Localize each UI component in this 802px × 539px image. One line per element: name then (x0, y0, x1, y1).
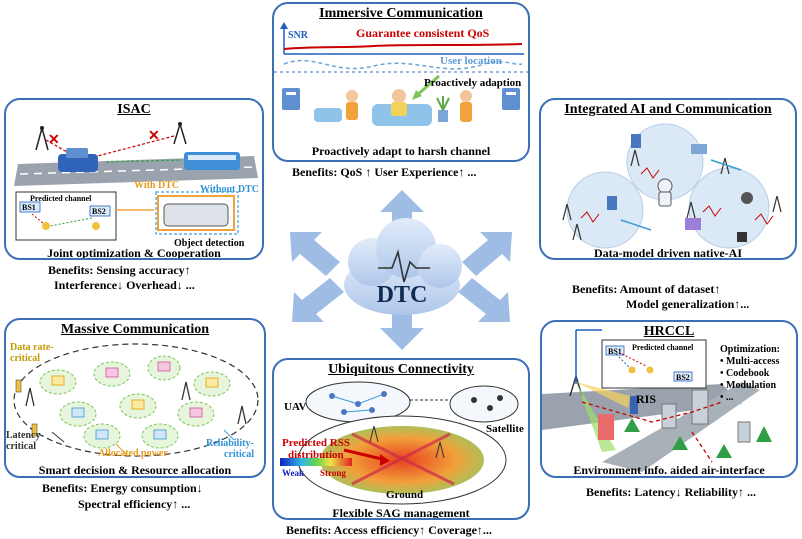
hrccl-title: HRCCL (643, 324, 695, 339)
massive-caption: Smart decision & Resource allocation (38, 463, 232, 477)
isac-caption: Joint optimization & Cooperation (47, 246, 221, 260)
isac-graphic: ✕ ✕ (14, 122, 258, 241)
hrccl-benefits: Benefits: Latency↓ Reliability↑ ... (586, 485, 756, 499)
hrccl-opt-item: • ... (720, 392, 734, 403)
ubiquitous-rss-2: distribution (288, 449, 344, 461)
hrccl-caption: Environment info. aided air-interface (573, 463, 765, 477)
massive-benefits-1: Benefits: Energy consumption↓ (42, 481, 203, 495)
isac-benefits-1: Benefits: Sensing accuracy↑ (48, 263, 191, 277)
ubiquitous-rss-1: Predicted RSS (282, 437, 350, 449)
ubiquitous-title: Ubiquitous Connectivity (328, 362, 474, 377)
isac-without-dtc: Without DTC (200, 184, 259, 195)
ubiquitous-benefits: Benefits: Access efficiency↑ Coverage↑..… (286, 523, 492, 537)
massive-latency: Latency- (6, 430, 44, 441)
arrow-down-left (292, 278, 344, 322)
arrow-up-right (462, 232, 512, 276)
ai-caption: Data-model driven native-AI (594, 246, 742, 260)
massive-latency-critical: critical (6, 441, 36, 452)
ubiquitous-strong: Strong (320, 468, 346, 478)
svg-text:✕: ✕ (48, 133, 60, 148)
ubiquitous-ground: Ground (386, 489, 424, 501)
isac-title: ISAC (117, 102, 151, 117)
ai-graphic (562, 123, 782, 249)
immersive-graphic (274, 22, 528, 126)
ai-title: Integrated AI and Communication (564, 102, 772, 117)
massive-allocated-power: Allocated power (98, 448, 168, 459)
dtc-cloud (344, 218, 462, 315)
arrow-down (380, 310, 424, 350)
hrccl-opt-item: • Modulation (720, 380, 777, 391)
massive-data-rate-critical: critical (10, 353, 40, 364)
hrccl-bs1: BS1 (608, 347, 622, 356)
massive-graphic (13, 343, 259, 457)
ubiquitous-satellite: Satellite (486, 423, 524, 435)
immersive-proactive: Proactively adaption (424, 77, 522, 89)
ubiquitous-caption: Flexible SAG management (332, 506, 470, 520)
hrccl-bs2: BS2 (676, 373, 690, 382)
immersive-user-location: User location (440, 55, 502, 67)
immersive-title: Immersive Communication (319, 6, 483, 21)
ubiquitous-uav: UAV (284, 401, 307, 413)
panel-immersive: Immersive Communication SNR Guarantee co (272, 2, 530, 162)
immersive-qos: Guarantee consistent QoS (356, 26, 490, 40)
tower-right-icon (173, 122, 187, 145)
isac-bs2: BS2 (92, 207, 106, 216)
isac-benefits-2: Interference↓ Overhead↓ ... (54, 278, 195, 292)
isac-object-detection: Object detection (174, 238, 245, 249)
massive-data-rate: Data rate- (10, 342, 54, 353)
hrccl-predicted-channel: Predicted channel (632, 343, 694, 352)
hrccl-graphic (542, 329, 772, 472)
ubiquitous-graphic (280, 381, 519, 505)
hrccl-ris: RIS (636, 392, 657, 406)
ai-benefits-1: Benefits: Amount of dataset↑ (572, 282, 721, 296)
isac-predicted-channel: Predicted channel (30, 194, 92, 203)
immersive-benefits: Benefits: QoS ↑ User Experience↑ ... (292, 165, 477, 179)
hrccl-opt-item: • Codebook (720, 368, 770, 379)
panel-ai: Integrated AI and Communication Dat (539, 98, 797, 260)
arrow-up-left (290, 232, 340, 276)
hrccl-opt-item: • Multi-access (720, 356, 780, 367)
massive-title: Massive Communication (60, 322, 210, 337)
massive-reliability-critical: critical (224, 449, 254, 460)
hrccl-optimization: Optimization: (720, 344, 780, 355)
tower-left-icon (35, 126, 49, 151)
panel-massive: Massive Communication (4, 318, 266, 478)
ai-benefits-2: Model generalization↑... (626, 297, 750, 311)
panel-hrccl: HRCCL BS1 BS2 Predicted channel RIS (540, 320, 798, 478)
panel-isac: ISAC ✕ ✕ (4, 98, 264, 260)
svg-text:✕: ✕ (148, 129, 160, 144)
panel-ubiquitous: Ubiquitous Connectivity (272, 358, 530, 520)
hrccl-opt-list: • Multi-access • Codebook • Modulation •… (720, 356, 779, 404)
isac-with-dtc: With DTC (134, 180, 180, 191)
massive-benefits-2: Spectral efficiency↑ ... (78, 497, 191, 511)
massive-reliability: Reliability- (206, 438, 254, 449)
arrow-up (380, 190, 424, 230)
immersive-caption: Proactively adapt to harsh channel (311, 144, 491, 158)
immersive-snr: SNR (288, 30, 309, 41)
isac-bs1: BS1 (22, 203, 36, 212)
ubiquitous-weak: Weak (282, 468, 305, 478)
arrow-down-right (458, 278, 510, 322)
center-label: DTC (376, 282, 428, 308)
